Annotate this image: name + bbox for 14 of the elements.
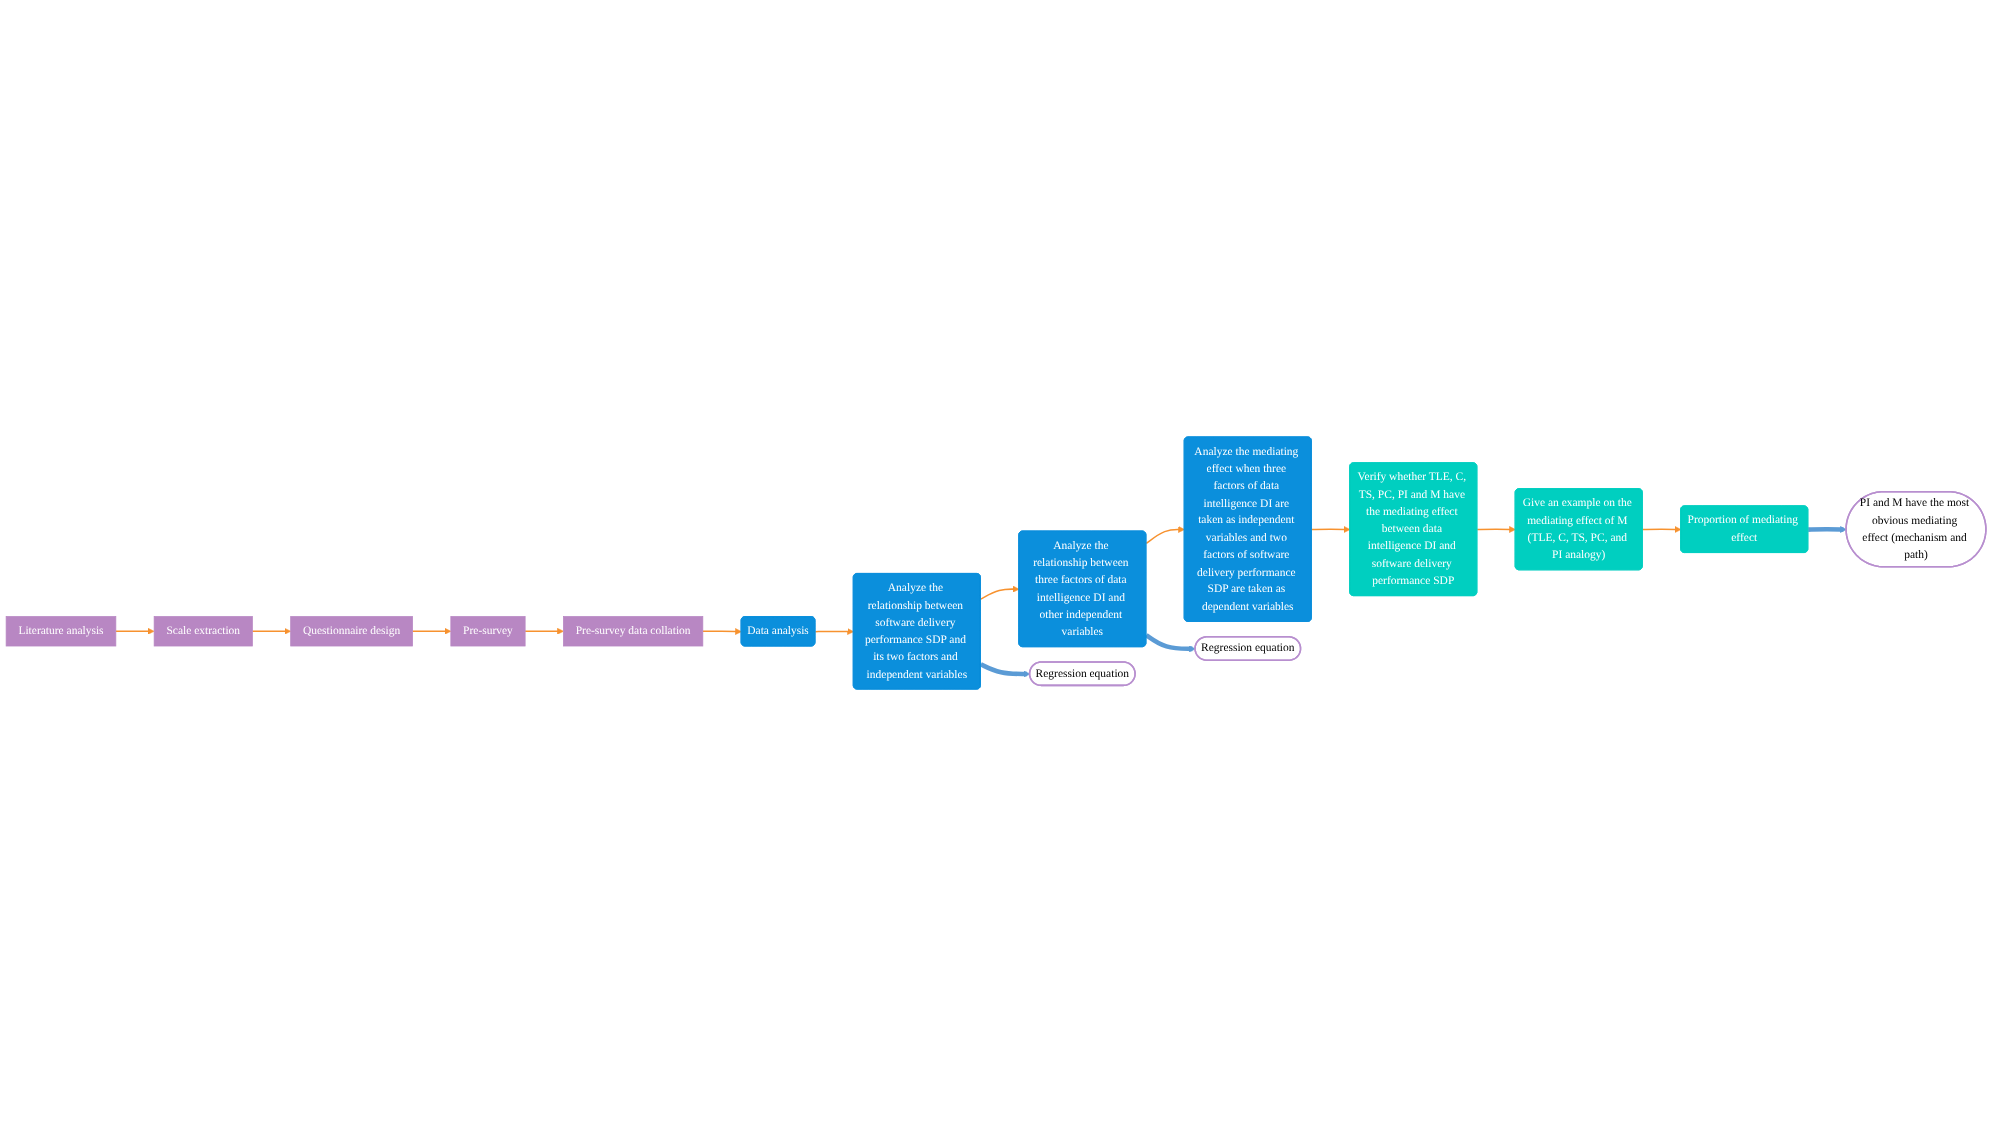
arrow <box>1144 633 1196 653</box>
arrow <box>1641 526 1682 533</box>
arrow <box>1145 526 1185 545</box>
arrow <box>980 585 1020 600</box>
arrow <box>524 627 564 635</box>
arrow <box>1476 526 1516 533</box>
arrow <box>702 628 742 635</box>
arrow <box>814 628 854 635</box>
arrow <box>115 627 155 635</box>
arrow <box>979 662 1031 678</box>
arrow <box>1808 526 1847 533</box>
arrow <box>251 627 291 635</box>
arrow <box>1311 526 1351 533</box>
arrow <box>411 627 452 635</box>
